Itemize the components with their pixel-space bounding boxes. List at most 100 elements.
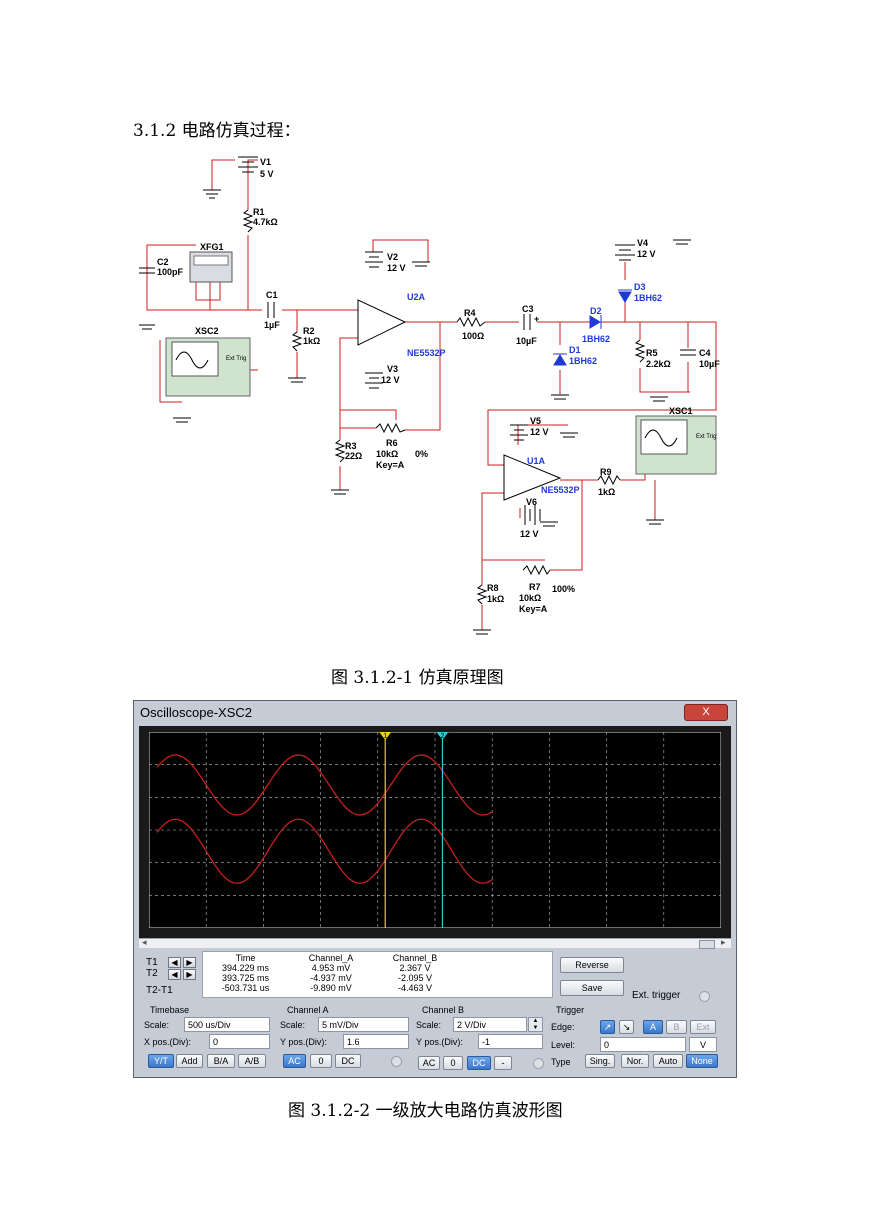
label-xsc1: XSC1 xyxy=(669,406,693,416)
channel-b-ac-button[interactable]: AC xyxy=(418,1056,440,1070)
label-r3: R3 xyxy=(345,441,357,451)
trigger-edge-label: Edge: xyxy=(551,1022,575,1032)
t2-time: 393.725 ms xyxy=(221,973,270,983)
label-v2: V2 xyxy=(387,252,398,262)
trigger-source-ext-button[interactable]: Ext xyxy=(690,1020,716,1034)
window-title: Oscilloscope-XSC2 xyxy=(140,705,252,720)
mode-ba-button[interactable]: B/A xyxy=(207,1054,235,1068)
ext-trigger-label: Ext. trigger xyxy=(632,990,681,1001)
label-c2: C2 xyxy=(157,257,169,267)
label-c3-val: 10µF xyxy=(516,336,537,346)
label-v1: V1 xyxy=(260,157,271,167)
trigger-title: Trigger xyxy=(556,1005,585,1015)
mode-add-button[interactable]: Add xyxy=(176,1054,203,1068)
label-v6-val: 12 V xyxy=(520,529,539,539)
channel-a-zero-button[interactable]: 0 xyxy=(310,1054,332,1068)
trigger-level-unit[interactable]: V xyxy=(689,1037,717,1052)
figure-caption-1: 图 3.1.2-1 仿真原理图 xyxy=(331,668,504,688)
scroll-right-icon[interactable]: ▸ xyxy=(721,937,726,947)
label-u1a-part: NE5532P xyxy=(541,485,580,495)
t1-left-arrow-icon[interactable]: ◀ xyxy=(168,957,181,968)
trigger-normal-button[interactable]: Nor. xyxy=(621,1054,649,1068)
trigger-level-label: Level: xyxy=(551,1040,576,1050)
save-button[interactable]: Save xyxy=(560,980,624,996)
label-d2: D2 xyxy=(590,306,602,316)
label-r6-val: 10kΩ xyxy=(376,449,398,459)
channel-b-scale-field[interactable]: 2 V/Div xyxy=(453,1017,527,1032)
trigger-source-b-button[interactable]: B xyxy=(666,1020,687,1034)
cursor-1-number: 1 xyxy=(383,733,387,740)
label-r7: R7 xyxy=(529,582,541,592)
trigger-single-button[interactable]: Sing. xyxy=(585,1054,615,1068)
label-c3-plus: + xyxy=(534,314,539,324)
label-d2-part: 1BH62 xyxy=(582,334,610,344)
scope-screen: 1 2 xyxy=(149,732,721,928)
channel-b-invert-button[interactable]: - xyxy=(494,1056,512,1070)
label-xsc2: XSC2 xyxy=(195,326,219,336)
label-u1a: U1A xyxy=(527,456,546,466)
mode-yt-button[interactable]: Y/T xyxy=(148,1054,174,1068)
mode-ab-button[interactable]: A/B xyxy=(238,1054,266,1068)
channel-b-scale-spinner-icon[interactable]: ▲▼ xyxy=(528,1017,543,1032)
label-c4: C4 xyxy=(699,348,711,358)
label-r3-val: 22Ω xyxy=(345,451,362,461)
rising-edge-icon[interactable]: ↗ xyxy=(600,1020,615,1034)
channel-a-dc-button[interactable]: DC xyxy=(335,1054,361,1068)
channel-a-scale-field[interactable]: 5 mV/Div xyxy=(318,1017,409,1032)
label-c4-val: 10µF xyxy=(699,359,720,369)
t1-right-arrow-icon[interactable]: ▶ xyxy=(183,957,196,968)
label-v3: V3 xyxy=(387,364,398,374)
label-v3-val: 12 V xyxy=(381,375,400,385)
channel-b-terminal-icon[interactable] xyxy=(533,1058,544,1069)
channel-a-ypos-field[interactable]: 1.6 xyxy=(343,1034,409,1049)
label-u2a-part: NE5532P xyxy=(407,348,446,358)
cursor-2-handle[interactable] xyxy=(436,732,449,740)
scroll-thumb[interactable] xyxy=(699,940,715,949)
timebase-scale-field[interactable]: 500 us/Div xyxy=(184,1017,270,1032)
dt-channel-b: -4.463 V xyxy=(397,983,433,993)
scroll-left-icon[interactable]: ◂ xyxy=(142,937,147,947)
horizontal-scrollbar[interactable]: ◂ ▸ xyxy=(139,937,731,949)
label-c1: C1 xyxy=(266,290,278,300)
timebase-xpos-field[interactable]: 0 xyxy=(209,1034,270,1049)
label-xsc2-exttrig: Ext Trig xyxy=(226,356,246,362)
channel-b-dc-button[interactable]: DC xyxy=(467,1056,491,1070)
label-d3-part: 1BH62 xyxy=(634,293,662,303)
t1-channel-a: 4.953 mV xyxy=(311,963,351,973)
label-xfg1: XFG1 xyxy=(200,242,224,252)
channel-a-terminal-icon[interactable] xyxy=(391,1056,402,1067)
trigger-source-a-button[interactable]: A xyxy=(643,1020,663,1034)
ext-trigger-terminal-icon[interactable] xyxy=(699,991,710,1002)
scope-display: 1 2 xyxy=(139,726,731,938)
label-r8: R8 xyxy=(487,583,499,593)
reverse-button[interactable]: Reverse xyxy=(560,957,624,973)
label-d3: D3 xyxy=(634,282,646,292)
trigger-type-label: Type xyxy=(551,1057,571,1067)
channel-a-ac-button[interactable]: AC xyxy=(283,1054,306,1068)
falling-edge-icon[interactable]: ↘ xyxy=(619,1020,634,1034)
close-button[interactable]: X xyxy=(684,704,728,721)
label-r1-val: 4.7kΩ xyxy=(253,217,278,227)
label-v1-val: 5 V xyxy=(260,169,274,179)
t1-channel-b: 2.367 V xyxy=(399,963,431,973)
t2-right-arrow-icon[interactable]: ▶ xyxy=(183,969,196,980)
label-c2-val: 100pF xyxy=(157,267,184,277)
circuit-schematic: V1 5 V R1 4.7kΩ XFG1 C2 100pF C1 1µF R2 … xyxy=(139,156,720,635)
row-label-t2: T2 xyxy=(146,968,158,979)
t2-channel-a: -4.937 mV xyxy=(310,973,352,983)
channel-b-ypos-field[interactable]: -1 xyxy=(478,1034,543,1049)
trigger-none-button[interactable]: None xyxy=(686,1054,718,1068)
dt-time: -503.731 us xyxy=(221,983,270,993)
label-xsc1-exttrig: Ext Trig xyxy=(696,434,716,440)
cursor-1-handle[interactable] xyxy=(379,732,392,740)
label-r8-val: 1kΩ xyxy=(487,594,504,604)
channel-a-title: Channel A xyxy=(287,1005,329,1015)
trigger-auto-button[interactable]: Auto xyxy=(653,1054,683,1068)
label-u2a: U2A xyxy=(407,292,426,302)
channel-b-zero-button[interactable]: 0 xyxy=(443,1056,463,1070)
label-r6-pct: 0% xyxy=(415,449,428,459)
t2-left-arrow-icon[interactable]: ◀ xyxy=(168,969,181,980)
trigger-level-field[interactable]: 0 xyxy=(600,1037,686,1052)
channel-b-ypos-label: Y pos.(Div): xyxy=(416,1037,463,1047)
label-v2-val: 12 V xyxy=(387,263,406,273)
